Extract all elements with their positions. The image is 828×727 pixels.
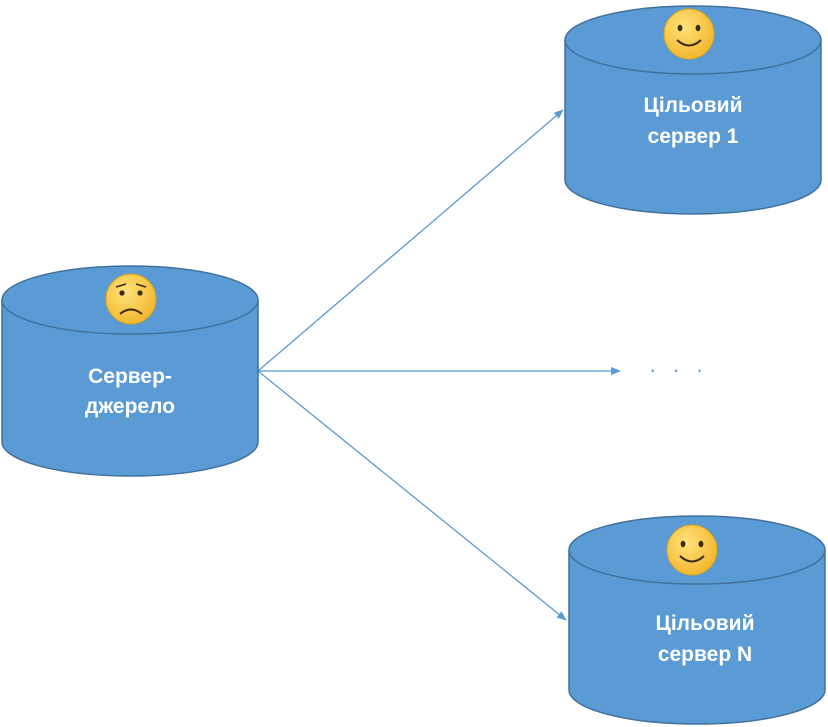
smiley-face-icon — [663, 8, 715, 60]
target-n-label-line2: сервер N — [658, 643, 752, 666]
arrows — [257, 109, 621, 621]
source-label-line1: Сервер- — [88, 365, 172, 388]
source-server-cylinder: Сервер- джерело — [1, 265, 259, 477]
arrow-to-target-1 — [257, 109, 564, 372]
target-1-label-line1: Цільовий — [644, 94, 743, 117]
target-server-1-cylinder: Цільовий сервер 1 — [564, 5, 822, 215]
source-label-line2: джерело — [85, 395, 175, 418]
ellipsis-text: · · · — [649, 357, 708, 382]
target-n-label-line1: Цільовий — [656, 612, 755, 635]
target-1-label-line2: сервер 1 — [648, 125, 739, 148]
arrow-to-target-n — [257, 370, 567, 621]
smiley-face-icon — [666, 524, 718, 576]
sad-face-icon — [105, 273, 157, 325]
target-server-n-cylinder: Цільовий сервер N — [568, 515, 826, 725]
